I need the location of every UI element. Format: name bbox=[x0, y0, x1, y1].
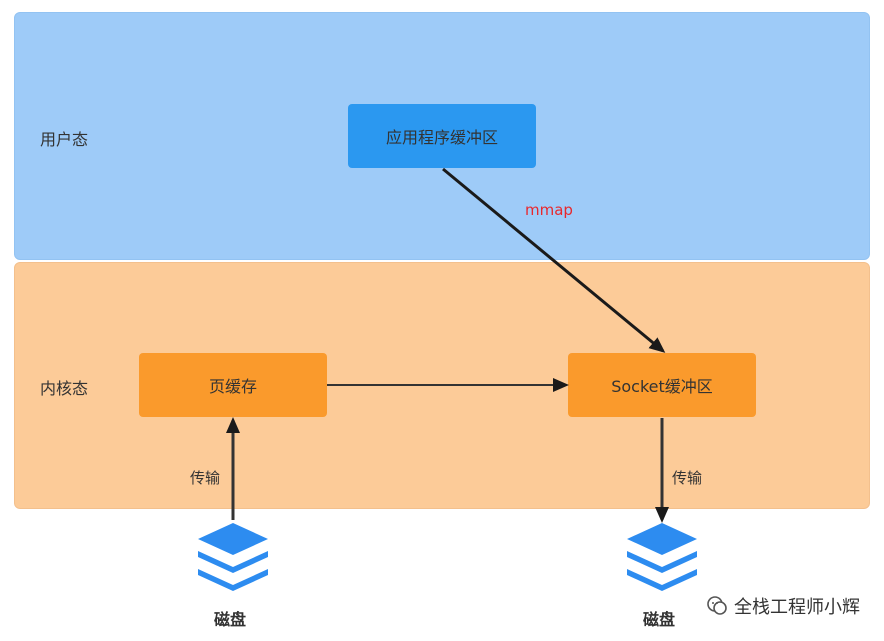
transfer-right-label: 传输 bbox=[672, 469, 703, 487]
disk-right-label: 磁盘 bbox=[643, 610, 676, 629]
disk-left-icon bbox=[198, 523, 268, 591]
user-space-label: 用户态 bbox=[40, 130, 89, 149]
disk-right-icon bbox=[627, 523, 697, 591]
watermark-text: 全栈工程师小辉 bbox=[734, 597, 860, 618]
watermark: 全栈工程师小辉 bbox=[706, 593, 860, 619]
wechat-icon bbox=[707, 596, 727, 615]
transfer-left-label: 传输 bbox=[190, 469, 221, 487]
kernel-space-label: 内核态 bbox=[40, 379, 89, 398]
disk-left-label: 磁盘 bbox=[214, 610, 247, 629]
mmap-label: mmap bbox=[525, 201, 573, 219]
socket-buffer-box: Socket缓冲区 bbox=[568, 353, 756, 417]
mmap-arrow bbox=[442, 167, 666, 353]
page-cache-box: 页缓存 bbox=[139, 353, 327, 417]
app-buffer-box: 应用程序缓冲区 bbox=[348, 104, 536, 168]
